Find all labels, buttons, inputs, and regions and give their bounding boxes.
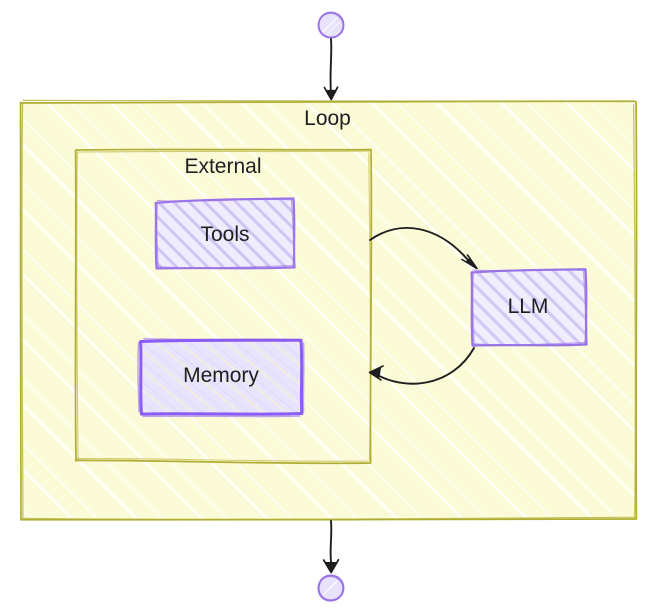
edge-llm-to-external	[368, 347, 475, 385]
edge-loop-to-end	[322, 520, 340, 574]
container-external[interactable]	[74, 148, 373, 465]
node-tools[interactable]	[154, 197, 296, 270]
node-memory[interactable]	[137, 337, 305, 418]
node-llm[interactable]	[470, 268, 588, 347]
node-end[interactable]	[317, 574, 345, 602]
edge-start-to-loop	[323, 38, 339, 101]
node-start[interactable]	[317, 11, 345, 39]
edge-external-to-llm	[369, 227, 478, 270]
